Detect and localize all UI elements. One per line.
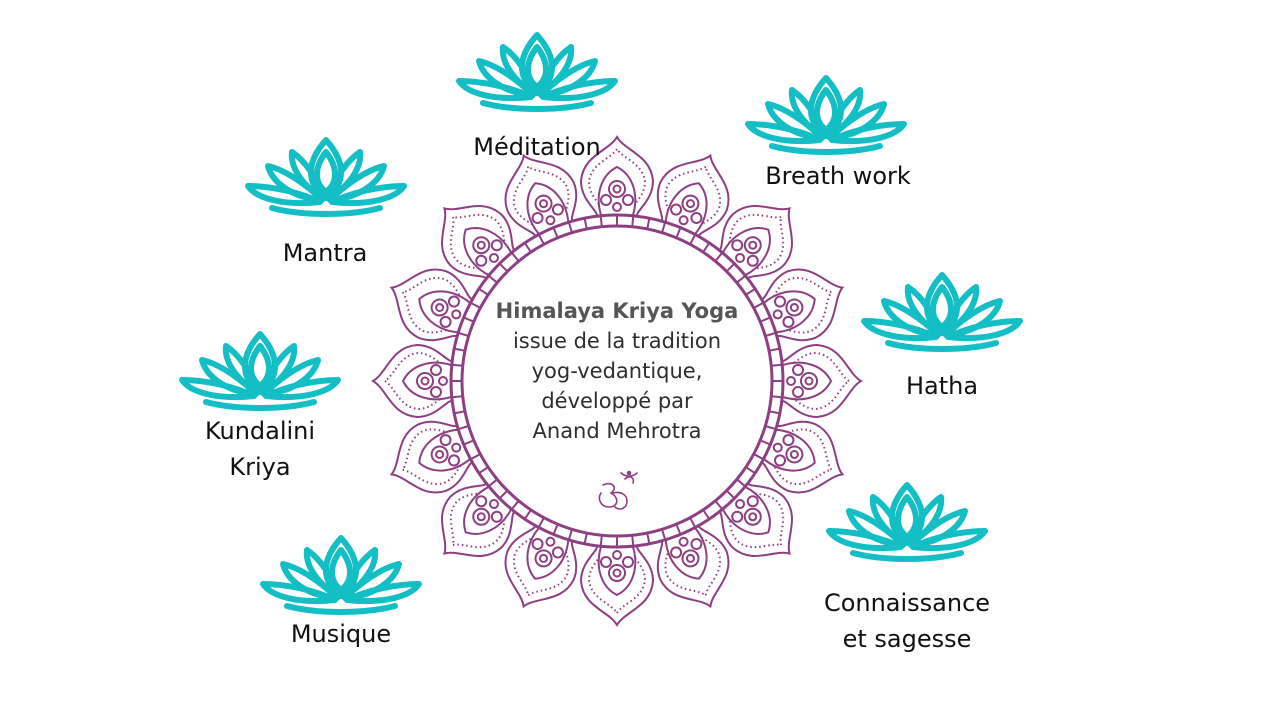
label-mantra: Mantra	[282, 239, 368, 267]
label-kundalini: Kundalini Kriya	[205, 413, 315, 485]
label-musique: Musique	[290, 620, 392, 648]
label-connaissance: Connaissance et sagesse	[824, 585, 990, 657]
lotus-icon-breath-work	[748, 78, 904, 152]
lotus-icon-hatha	[864, 275, 1020, 349]
center-title: Himalaya Kriya Yoga	[495, 299, 739, 323]
lotus-icon-meditation	[459, 35, 615, 109]
center-line: Anand Mehrotra	[532, 419, 702, 443]
mandala-petal	[580, 544, 654, 626]
lotus-icon-connaissance	[829, 485, 985, 559]
label-kundalini-line1: Kundalini	[204, 417, 316, 445]
center-line: issue de la tradition	[512, 329, 722, 353]
label-connaissance-line2: et sagesse	[842, 625, 972, 653]
om-icon	[598, 470, 638, 510]
mandala-ring-ticks	[451, 215, 783, 547]
mandala-frame	[372, 136, 862, 626]
lotus-icon-musique	[263, 538, 419, 612]
label-kundalini-line2: Kriya	[229, 453, 291, 481]
label-connaissance-line1: Connaissance	[823, 589, 991, 617]
label-breath-work: Breath work	[765, 162, 911, 190]
center-line: yog-vedantique,	[531, 359, 703, 383]
label-meditation: Méditation	[473, 133, 601, 161]
mandala-petal	[780, 344, 862, 418]
center-description: Himalaya Kriya Yoga issue de la traditio…	[477, 296, 757, 446]
lotus-icon-kundalini	[182, 334, 338, 408]
lotus-icon-mantra	[248, 140, 404, 214]
center-line: développé par	[541, 389, 693, 413]
mandala-petal	[372, 344, 454, 418]
label-hatha: Hatha	[905, 372, 979, 400]
